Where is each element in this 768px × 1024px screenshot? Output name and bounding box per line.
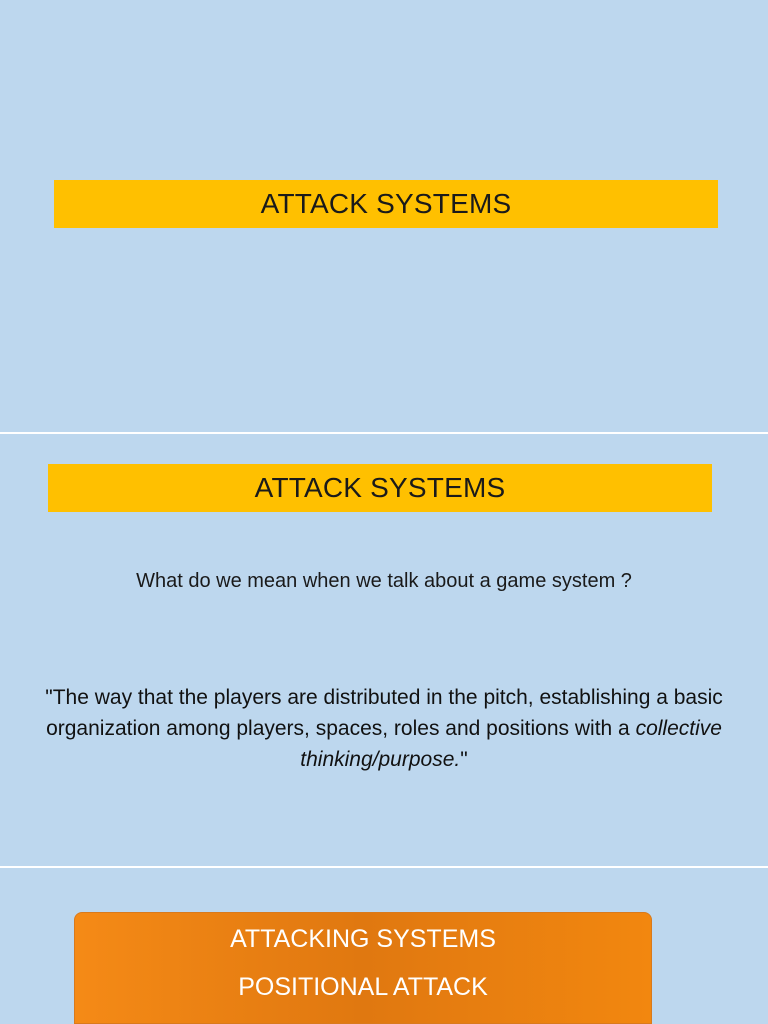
slide-3: ATTACKING SYSTEMS POSITIONAL ATTACK <box>0 868 768 1024</box>
slide-title: ATTACK SYSTEMS <box>254 472 506 503</box>
section-heading-line-1: ATTACKING SYSTEMS <box>230 925 496 953</box>
question-text: What do we mean when we talk about a gam… <box>136 570 632 592</box>
slide-title-bar: ATTACK SYSTEMS <box>54 180 718 228</box>
quote-italic-text: collective thinking/purpose. <box>300 717 722 771</box>
section-heading-line-2: POSITIONAL ATTACK <box>238 973 488 1001</box>
slide-2: ATTACK SYSTEMS What do we mean when we t… <box>0 434 768 866</box>
section-heading-box: ATTACKING SYSTEMS POSITIONAL ATTACK <box>74 912 652 1024</box>
slide-1: ATTACK SYSTEMS <box>0 0 768 432</box>
slide-title-bar: ATTACK SYSTEMS <box>48 464 712 512</box>
quote-closing-mark: " <box>460 748 468 771</box>
quote-text: "The way that the players are distribute… <box>45 686 723 740</box>
definition-quote: "The way that the players are distribute… <box>40 682 728 775</box>
slide-title: ATTACK SYSTEMS <box>260 188 512 219</box>
